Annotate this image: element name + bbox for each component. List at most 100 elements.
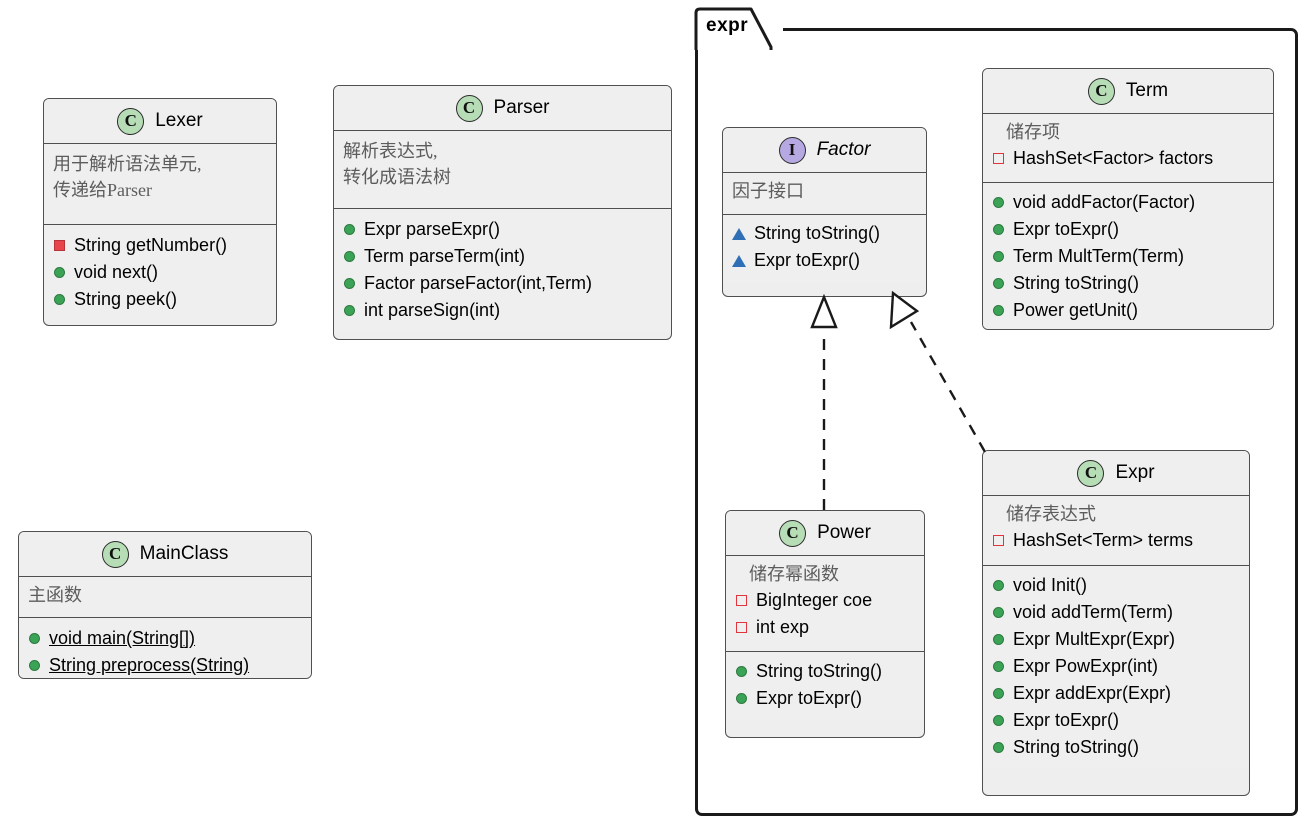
member-row[interactable]: void Init() [992, 572, 1240, 599]
description-line: 主函数 [28, 585, 82, 605]
public-method-marker-icon [993, 742, 1004, 753]
public-method-marker-icon [344, 224, 355, 235]
class-header-lexer: C Lexer [44, 99, 276, 144]
member-row[interactable]: String toString() [992, 270, 1264, 297]
class-box-mainclass[interactable]: C MainClass 主函数 void main(String[]) Stri… [18, 531, 312, 679]
member-label: String preprocess(String) [49, 655, 250, 675]
member-row[interactable]: Term parseTerm(int) [343, 243, 662, 270]
class-methods-lexer: String getNumber() void next() String pe… [44, 225, 276, 321]
class-name-parser: Parser [493, 97, 550, 118]
member-row[interactable]: Expr toExpr() [735, 685, 915, 712]
public-method-marker-icon [993, 224, 1004, 235]
private-field-marker-icon [993, 535, 1004, 546]
member-label: Expr toExpr() [1013, 710, 1120, 730]
member-row[interactable]: String toString() [732, 220, 917, 247]
public-method-marker-icon [993, 305, 1004, 316]
member-label: int exp [756, 617, 810, 637]
member-row[interactable]: Expr toExpr() [992, 216, 1264, 243]
class-box-term[interactable]: C Term 储存项 HashSet<Factor> factors void … [982, 68, 1274, 330]
interface-header-factor: I Factor [723, 128, 926, 173]
member-row[interactable]: Expr toExpr() [992, 707, 1240, 734]
public-method-marker-icon [344, 278, 355, 289]
member-label: void next() [74, 262, 159, 282]
member-label: HashSet<Factor> factors [1013, 148, 1214, 168]
class-methods-expr: void Init() void addTerm(Term) Expr Mult… [983, 566, 1249, 769]
class-box-parser[interactable]: C Parser 解析表达式, 转化成语法树 Expr parseExpr() … [333, 85, 672, 340]
class-icon: C [1077, 459, 1105, 487]
member-row[interactable]: String toString() [735, 658, 915, 685]
class-name-lexer: Lexer [155, 110, 203, 131]
description-line: 储存幂函数 [749, 564, 839, 584]
member-row[interactable]: int parseSign(int) [343, 297, 662, 324]
package-tab-shape [694, 7, 773, 50]
class-name-power: Power [817, 522, 871, 543]
class-name-term: Term [1125, 80, 1169, 101]
public-method-marker-icon [993, 715, 1004, 726]
member-row[interactable]: Factor parseFactor(int,Term) [343, 270, 662, 297]
member-label: HashSet<Term> terms [1013, 530, 1194, 550]
class-name-mainclass: MainClass [139, 543, 229, 564]
member-label: void addFactor(Factor) [1013, 192, 1196, 212]
public-method-marker-icon [993, 634, 1004, 645]
member-row[interactable]: Expr MultExpr(Expr) [992, 626, 1240, 653]
private-field-marker-icon [993, 153, 1004, 164]
member-row[interactable]: void addTerm(Term) [992, 599, 1240, 626]
public-method-marker-icon [344, 305, 355, 316]
public-method-marker-icon [736, 693, 747, 704]
class-icon: C [779, 519, 807, 547]
member-label: int parseSign(int) [364, 300, 501, 320]
member-row[interactable]: void next() [53, 259, 267, 286]
class-methods-parser: Expr parseExpr() Term parseTerm(int) Fac… [334, 209, 671, 332]
member-label: void addTerm(Term) [1013, 602, 1174, 622]
public-method-marker-icon [29, 633, 40, 644]
interface-methods-factor: String toString() Expr toExpr() [723, 215, 926, 282]
class-box-expr[interactable]: C Expr 储存表达式 HashSet<Term> terms void In… [982, 450, 1250, 796]
public-method-marker-icon [993, 251, 1004, 262]
public-method-marker-icon [993, 688, 1004, 699]
member-label: Expr toExpr() [756, 688, 863, 708]
member-row[interactable]: BigInteger coe [735, 587, 915, 614]
class-methods-term: void addFactor(Factor) Expr toExpr() Ter… [983, 183, 1273, 329]
member-row[interactable]: Expr toExpr() [732, 247, 917, 274]
class-header-term: C Term [983, 69, 1273, 114]
public-method-marker-icon [993, 197, 1004, 208]
class-icon: C [101, 540, 129, 568]
interface-name-factor: Factor [816, 139, 871, 160]
member-row[interactable]: void addFactor(Factor) [992, 189, 1264, 216]
member-row[interactable]: String peek() [53, 286, 267, 313]
class-box-power[interactable]: C Power 储存幂函数 BigInteger coe int exp Str… [725, 510, 925, 738]
member-row[interactable]: HashSet<Term> terms [992, 527, 1240, 554]
member-label: Term parseTerm(int) [364, 246, 526, 266]
member-row[interactable]: Power getUnit() [992, 297, 1264, 324]
member-row[interactable]: String toString() [992, 734, 1240, 761]
class-icon: C [117, 107, 145, 135]
member-row[interactable]: Expr addExpr(Expr) [992, 680, 1240, 707]
public-method-marker-icon [736, 666, 747, 677]
member-row[interactable]: String preprocess(String) [28, 652, 302, 678]
interface-box-factor[interactable]: I Factor 因子接口 String toString() Expr toE… [722, 127, 927, 297]
member-row[interactable]: Expr PowExpr(int) [992, 653, 1240, 680]
public-method-marker-icon [54, 294, 65, 305]
member-label: String toString() [1013, 273, 1140, 293]
member-row[interactable]: int exp [735, 614, 915, 641]
class-attributes-power: 储存幂函数 BigInteger coe int exp [726, 556, 924, 652]
member-label: String peek() [74, 289, 178, 309]
member-row[interactable]: String getNumber() [53, 232, 267, 259]
member-label: void main(String[]) [49, 628, 196, 648]
member-row[interactable]: Expr parseExpr() [343, 216, 662, 243]
member-row[interactable]: void main(String[]) [28, 625, 302, 652]
description-line: 因子接口 [732, 181, 804, 201]
member-row[interactable]: Term MultTerm(Term) [992, 243, 1264, 270]
class-description-mainclass: 主函数 [19, 577, 311, 618]
public-method-marker-icon [344, 251, 355, 262]
member-label: void Init() [1013, 575, 1088, 595]
member-label: Expr addExpr(Expr) [1013, 683, 1172, 703]
interface-description-factor: 因子接口 [723, 173, 926, 215]
class-header-parser: C Parser [334, 86, 671, 131]
member-row[interactable]: HashSet<Factor> factors [992, 145, 1264, 172]
member-label: BigInteger coe [756, 590, 873, 610]
public-method-marker-icon [54, 267, 65, 278]
class-box-lexer[interactable]: C Lexer 用于解析语法单元, 传递给Parser String getNu… [43, 98, 277, 326]
member-label: Term MultTerm(Term) [1013, 246, 1184, 266]
private-field-marker-icon [736, 595, 747, 606]
